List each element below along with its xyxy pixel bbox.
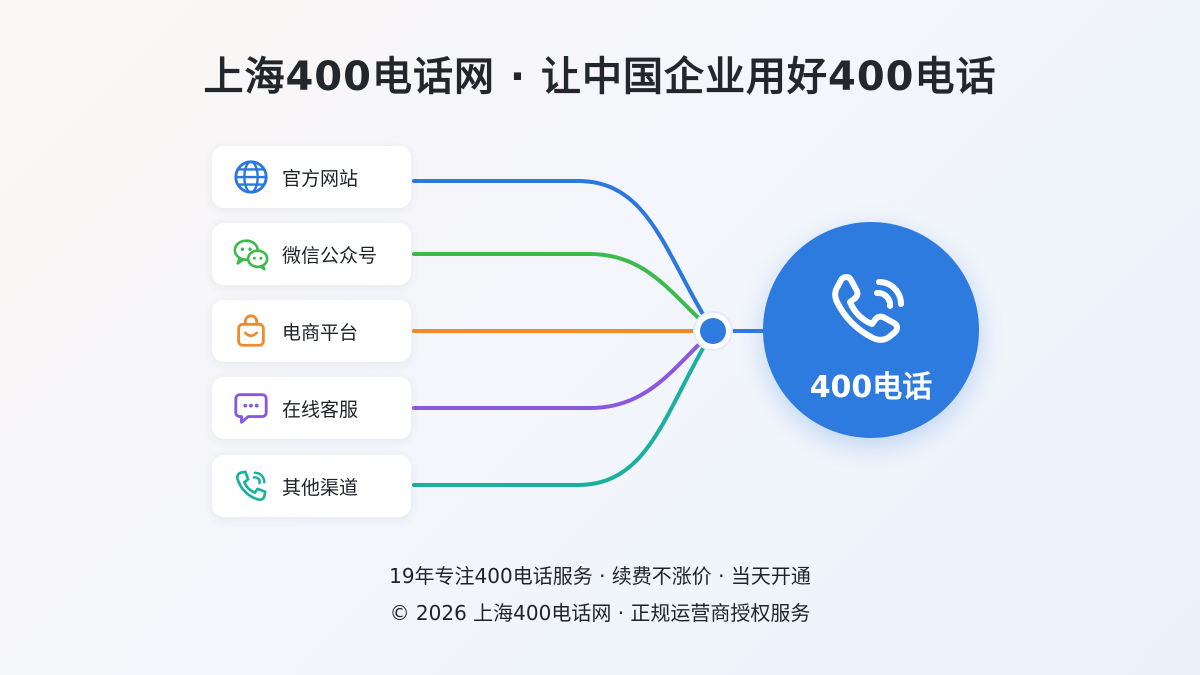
channel-card-wechat: 微信公众号 [212,223,411,285]
channel-label-ecommerce: 电商平台 [282,321,359,344]
channel-card-online-service: 在线客服 [212,377,411,439]
connector-line-website [412,179,715,333]
channel-card-other: 其他渠道 [212,455,411,517]
shopping-bag-icon [232,312,270,350]
phone-signal-icon [829,266,915,352]
chat-bubble-icon [232,389,270,427]
phone-call-icon [232,467,270,505]
connector-line-wechat [412,252,715,333]
wechat-icon [232,235,270,273]
channel-card-ecommerce: 电商平台 [212,300,411,362]
hub-circle [763,222,979,438]
connector-line-other [412,329,715,487]
channel-card-website: 官方网站 [212,146,411,208]
footer-tagline: 19年专注400电话服务 · 续费不涨价 · 当天开通 [389,564,811,588]
channel-label-website: 官方网站 [282,167,359,190]
globe-icon [232,158,270,196]
hub-label: 400电话 [809,370,933,405]
connector-line-online-service [412,329,715,410]
channel-label-wechat: 微信公众号 [282,244,378,267]
channel-label-other: 其他渠道 [282,476,359,499]
junction-node-core [700,318,726,344]
channel-label-online-service: 在线客服 [282,398,359,421]
junction-node [693,311,733,351]
footer-copyright: © 2026 上海400电话网 · 正规运营商授权服务 [389,601,811,625]
page-title: 上海400电话网 · 让中国企业用好400电话 [203,54,997,100]
